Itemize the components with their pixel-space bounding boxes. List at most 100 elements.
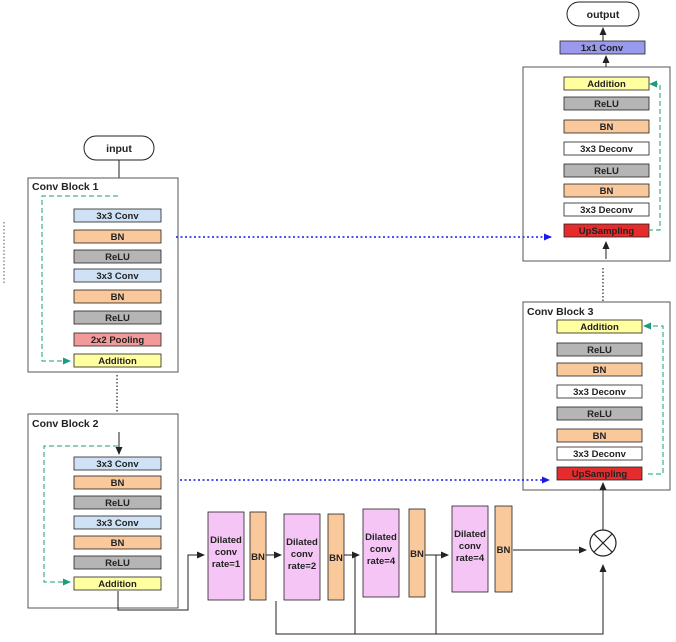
cb3-layer-label: BN: [593, 365, 607, 376]
dilated-conv-label: conv: [459, 541, 482, 552]
input-node: input: [83, 135, 155, 161]
dilated-bn-box: [327, 513, 345, 601]
conv-block-1-title: Conv Block 1: [32, 181, 99, 193]
sum-bus: [275, 564, 607, 635]
cb2-layer-label: Addition: [98, 579, 137, 590]
cb2-layer-3x3-conv: 3x3 Conv: [73, 515, 162, 530]
top-layer-upsampling: UpSampling: [563, 223, 650, 238]
conv-block-2-residual-arrow: [43, 445, 118, 586]
conv1x1-label: 1x1 Conv: [581, 43, 624, 54]
dilated-bn-label: BN: [410, 549, 424, 560]
cb3-layer-addition: Addition: [556, 319, 643, 334]
dilated-bn-label: BN: [497, 545, 511, 556]
dilated-conv-label: conv: [215, 547, 238, 558]
dilated-bn-label: BN: [251, 552, 265, 563]
cb2-layer-3x3-conv: 3x3 Conv: [73, 456, 162, 471]
cb1-layer-label: 2x2 Pooling: [91, 335, 145, 346]
dilated-conv-box: [451, 505, 489, 593]
cb1-layer-bn: BN: [73, 289, 162, 304]
cb1-layer-addition: Addition: [73, 353, 162, 368]
cb1-layer-label: 3x3 Conv: [96, 211, 139, 222]
cb1-layer-relu: ReLU: [73, 310, 162, 325]
cb1-layer-3x3-conv: 3x3 Conv: [73, 208, 162, 223]
cb3-layer-label: BN: [593, 431, 607, 442]
output-label: output: [587, 9, 620, 21]
top-block-residual-arrow: [648, 80, 661, 231]
cb3-layer-upsampling: UpSampling: [556, 466, 643, 481]
cb2-layer-label: 3x3 Conv: [96, 459, 139, 470]
dilated-conv-label: rate=4: [367, 556, 396, 567]
top-layer-label: 3x3 Deconv: [580, 144, 634, 155]
cb1-layer-2x2-pooling: 2x2 Pooling: [73, 332, 162, 347]
output-node: output: [566, 1, 640, 27]
cb3-layer-3x3-deconv: 3x3 Deconv: [556, 384, 643, 399]
cb2-layer-label: BN: [111, 478, 125, 489]
cb1-layer-3x3-conv: 3x3 Conv: [73, 268, 162, 283]
top-layer-bn: BN: [563, 119, 650, 134]
cb1-layer-label: 3x3 Conv: [96, 271, 139, 282]
dilated-conv-label: conv: [370, 544, 393, 555]
conv-block-2-title: Conv Block 2: [32, 418, 99, 430]
cb2-layer-label: BN: [111, 538, 125, 549]
dilated-conv-label: rate=1: [212, 559, 241, 570]
cb1-layer-label: BN: [111, 232, 125, 243]
top-layer-label: UpSampling: [579, 226, 635, 237]
dilated-conv-label: rate=2: [288, 561, 316, 572]
cb3-layer-label: 3x3 Deconv: [573, 387, 627, 398]
top-layer-label: BN: [600, 186, 614, 197]
cb2-layer-addition: Addition: [73, 576, 162, 591]
sum-node: [589, 529, 617, 557]
cb3-layer-relu: ReLU: [556, 342, 643, 357]
dilated-conv-label: conv: [291, 549, 314, 560]
conv-block-3-residual-arrow: [643, 322, 664, 475]
cb3-layer-label: ReLU: [587, 345, 612, 356]
dilated-path: Dilatedconvrate=1BNDilatedconvrate=2BNDi…: [207, 505, 513, 601]
conv-block-3-title: Conv Block 3: [527, 306, 594, 318]
top-layer-label: BN: [600, 122, 614, 133]
cb3-layer-label: UpSampling: [572, 469, 628, 480]
cb1-layer-label: ReLU: [105, 252, 130, 263]
cb1-layer-label: ReLU: [105, 313, 130, 324]
dilated-conv-label: Dilated: [210, 535, 242, 546]
cb3-layer-3x3-deconv: 3x3 Deconv: [556, 446, 643, 461]
cb1-layer-label: Addition: [98, 356, 137, 367]
cb2-layer-label: ReLU: [105, 558, 130, 569]
dilated-conv-box: [362, 508, 400, 598]
dilated-conv-label: Dilated: [365, 532, 397, 543]
cb1-layer-relu: ReLU: [73, 249, 162, 264]
top-layer-relu: ReLU: [563, 96, 650, 111]
cb2-layer-label: 3x3 Conv: [96, 518, 139, 529]
top-layer-3x3-deconv: 3x3 Deconv: [563, 141, 650, 156]
top-layer-label: Addition: [587, 79, 626, 90]
top-layer-label: ReLU: [594, 166, 619, 177]
top-layer-label: ReLU: [594, 99, 619, 110]
cb2-layer-bn: BN: [73, 475, 162, 490]
top-layer-3x3-deconv: 3x3 Deconv: [563, 202, 650, 217]
input-label: input: [106, 143, 132, 155]
cb3-layer-bn: BN: [556, 428, 643, 443]
block2-to-dilated-arrow: [117, 551, 205, 611]
top-layer-relu: ReLU: [563, 163, 650, 178]
dilated-conv-label: Dilated: [454, 529, 486, 540]
dilated-bn-box: [249, 511, 267, 601]
cb1-layer-bn: BN: [73, 229, 162, 244]
cb2-layer-relu: ReLU: [73, 495, 162, 510]
conv1x1-layer: 1x1 Conv: [559, 40, 646, 55]
dilated-conv-box: [207, 511, 245, 601]
dilated-conv-label: rate=4: [456, 553, 485, 564]
dilated-bn-label: BN: [329, 553, 343, 564]
cb3-layer-relu: ReLU: [556, 406, 643, 421]
dilated-conv-label: Dilated: [286, 537, 318, 548]
